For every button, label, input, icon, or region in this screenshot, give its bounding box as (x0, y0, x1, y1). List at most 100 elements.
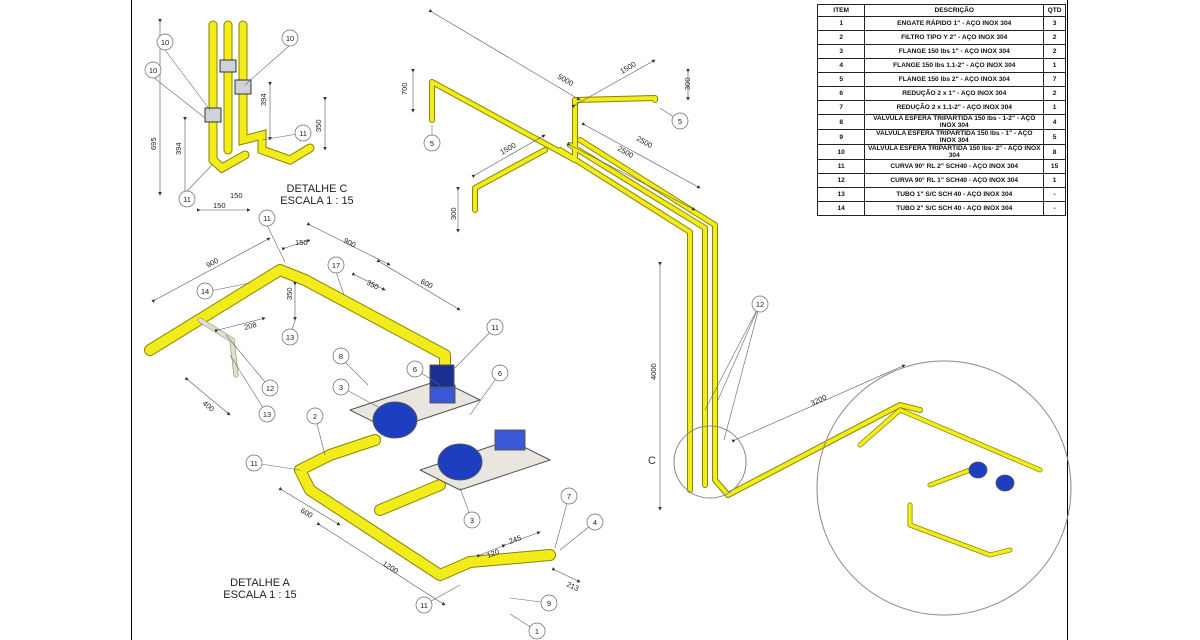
bom-cell-description: ENGATE RÁPIDO 1" - AÇO INOX 304 (864, 16, 1045, 31)
dim-150-detail-c-a: 150 (213, 201, 226, 210)
balloon-14: 14 (201, 287, 209, 296)
bom-cell-item: 5 (816, 72, 866, 87)
bom-cell-qty: 1 (1043, 100, 1066, 115)
bom-cell-description: VALVULA ESFERA TRIPARTIDA 150 lbs - 1-2"… (864, 114, 1045, 130)
balloon-10-a: 10 (161, 38, 169, 47)
bom-cell-qty: - (1043, 187, 1066, 202)
balloon-5-b: 5 (678, 117, 682, 126)
detail-a-label: DETALHE A ESCALA 1 : 15 (205, 577, 315, 601)
dim-350-a: 350 (365, 278, 380, 292)
balloon-11-c: 11 (263, 214, 271, 223)
dim-394-left: 394 (174, 142, 183, 155)
dim-900-left: 900 (205, 256, 220, 270)
bom-cell-qty: 1 (1043, 58, 1066, 73)
bom-cell-item: 9 (816, 129, 866, 145)
bom-cell-qty: 8 (1043, 144, 1066, 160)
dim-350-vertical: 350 (285, 287, 294, 300)
bom-cell-item: 1 (816, 16, 866, 31)
bom-cell-qty: 2 (1043, 44, 1066, 59)
bom-cell-item: 3 (816, 44, 866, 59)
balloon-13-b: 13 (263, 410, 271, 419)
bom-cell-item: 10 (816, 144, 866, 160)
dim-4000: 4000 (649, 363, 658, 380)
bom-cell-qty: - (1043, 201, 1066, 216)
dim-213: 213 (565, 580, 580, 593)
bom-cell-description: TUBO 1" S/C SCH 40 - AÇO INOX 304 (864, 187, 1045, 202)
balloon-9: 9 (547, 599, 551, 608)
balloon-10-b: 10 (286, 34, 294, 43)
balloon-6-b: 6 (498, 369, 502, 378)
dim-350-detail-c: 350 (314, 119, 323, 132)
dim-1500-top: 1500 (619, 60, 638, 76)
bom-cell-description: CURVA 90° RL 2" SCH40 - AÇO INOX 304 (864, 159, 1045, 174)
balloon-6-a: 6 (413, 365, 417, 374)
dim-150-detail-c-b: 150 (230, 191, 243, 200)
bom-cell-description: VALVULA ESFERA TRIPARTIDA 150 lbs- 2" - … (864, 144, 1045, 160)
balloon-17: 17 (332, 261, 340, 270)
balloon-1: 1 (535, 627, 539, 636)
bom-cell-qty: 15 (1043, 159, 1066, 174)
bom-cell-description: CURVA 90° RL 1" SCH40 - AÇO INOX 304 (864, 173, 1045, 188)
balloon-12-a: 12 (756, 300, 764, 309)
detail-a-callout (816, 360, 1072, 616)
bom-cell-item: 7 (816, 100, 866, 115)
balloon-11-b: 11 (183, 195, 191, 204)
detail-c-title: DETALHE C (286, 183, 348, 195)
balloon-3-b: 3 (470, 516, 474, 525)
bom-cell-description: FLANGE 150 lbs 1" - AÇO INOX 304 (864, 44, 1045, 59)
detail-c-marker: C (648, 455, 656, 467)
bom-cell-description: FLANGE 150 lbs 2" - AÇO INOX 304 (864, 72, 1045, 87)
bom-cell-item: 14 (816, 201, 866, 216)
dim-400: 400 (201, 399, 216, 414)
balloon-2: 2 (313, 412, 317, 421)
bom-cell-item: 2 (816, 30, 866, 45)
dim-1200: 1200 (381, 559, 400, 575)
bom-cell-item: 11 (816, 159, 866, 174)
bom-cell-item: 13 (816, 187, 866, 202)
bom-cell-qty: 5 (1043, 129, 1066, 145)
bom-cell-qty: 2 (1043, 30, 1066, 45)
detail-c-label: DETALHE C ESCALA 1 : 15 (262, 183, 372, 207)
balloon-13-a: 13 (286, 333, 294, 342)
balloon-11-a: 11 (299, 129, 307, 138)
bom-cell-qty: 3 (1043, 16, 1066, 31)
balloon-3-a: 3 (339, 383, 343, 392)
sheet-border-right (1067, 0, 1068, 640)
dim-695: 695 (149, 137, 158, 150)
bom-cell-description: REDUÇÃO 2 x 1" - AÇO INOX 304 (864, 86, 1045, 101)
bom-cell-item: 6 (816, 86, 866, 101)
balloon-11-f: 11 (420, 601, 428, 610)
bom-cell-description: TUBO 2" S/C SCH 40 - AÇO INOX 304 (864, 201, 1045, 216)
balloon-5-a: 5 (430, 139, 434, 148)
balloon-4: 4 (593, 518, 597, 527)
dim-245: 245 (508, 533, 523, 546)
balloon-11-e: 11 (250, 459, 258, 468)
dim-120: 120 (486, 547, 501, 560)
bom-cell-description: FLANGE 150 lbs 1.1-2" - AÇO INOX 304 (864, 58, 1045, 73)
balloons: 10 10 10 11 11 5 5 12 11 17 14 13 12 13 … (144, 29, 769, 640)
sheet-border-left (131, 0, 132, 640)
balloon-11-d: 11 (491, 323, 499, 332)
bom-cell-item: 4 (816, 58, 866, 73)
bom-cell-description: VALVULA ESFERA TRIPARTIDA 150 lbs - 1" -… (864, 129, 1045, 145)
balloon-7: 7 (567, 492, 571, 501)
bom-header-item: ITEM (816, 4, 866, 17)
bom-header-qty: QTD (1043, 4, 1066, 17)
dim-300-right: 300 (683, 77, 692, 90)
detail-c-scale: ESCALA 1 : 15 (280, 195, 354, 207)
bom-cell-qty: 2 (1043, 86, 1066, 101)
